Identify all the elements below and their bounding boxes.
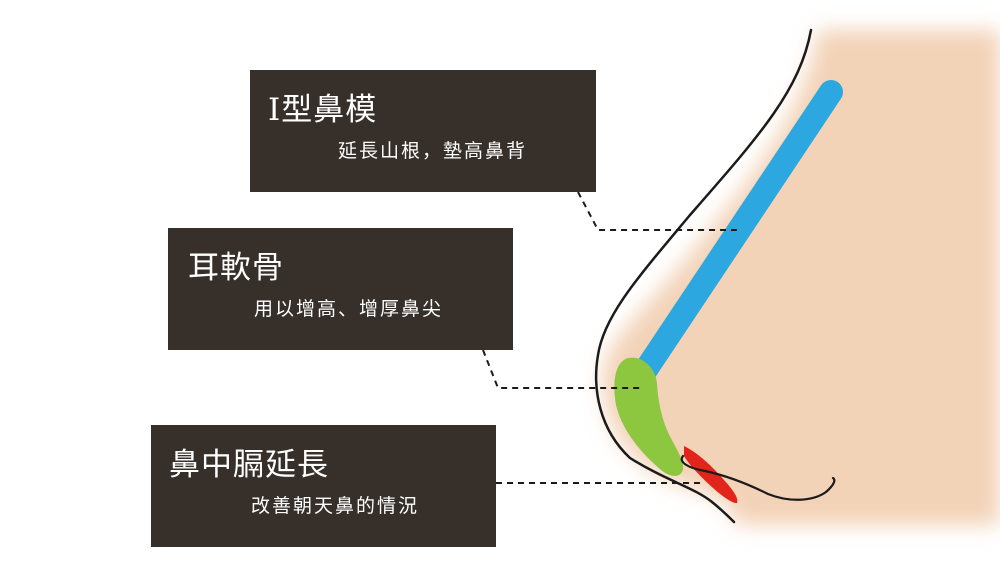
label-box-implant: I型鼻模 延長山根，墊高鼻背 xyxy=(250,70,596,192)
skin-area xyxy=(602,30,1000,525)
label-box-septum-extension: 鼻中膈延長 改善朝天鼻的情況 xyxy=(151,425,496,547)
leader-line-implant xyxy=(577,191,740,231)
label-title-septum-extension: 鼻中膈延長 xyxy=(169,447,329,483)
nostril-outline xyxy=(680,454,836,501)
leader-line-cartilage xyxy=(482,349,640,389)
septal-extension-graft xyxy=(684,446,738,504)
label-title-ear-cartilage: 耳軟骨 xyxy=(188,250,284,286)
label-title-implant: I型鼻模 xyxy=(268,92,378,128)
label-subtitle-implant: 延長山根，墊高鼻背 xyxy=(338,140,528,162)
nose-outline xyxy=(594,28,813,524)
label-subtitle-septum-extension: 改善朝天鼻的情況 xyxy=(251,495,420,517)
label-subtitle-ear-cartilage: 用以增高、增厚鼻尖 xyxy=(254,298,444,320)
label-box-ear-cartilage: 耳軟骨 用以增高、增厚鼻尖 xyxy=(168,228,513,350)
ear-cartilage-graft xyxy=(614,357,684,476)
nasal-implant-i-shape xyxy=(631,80,843,386)
